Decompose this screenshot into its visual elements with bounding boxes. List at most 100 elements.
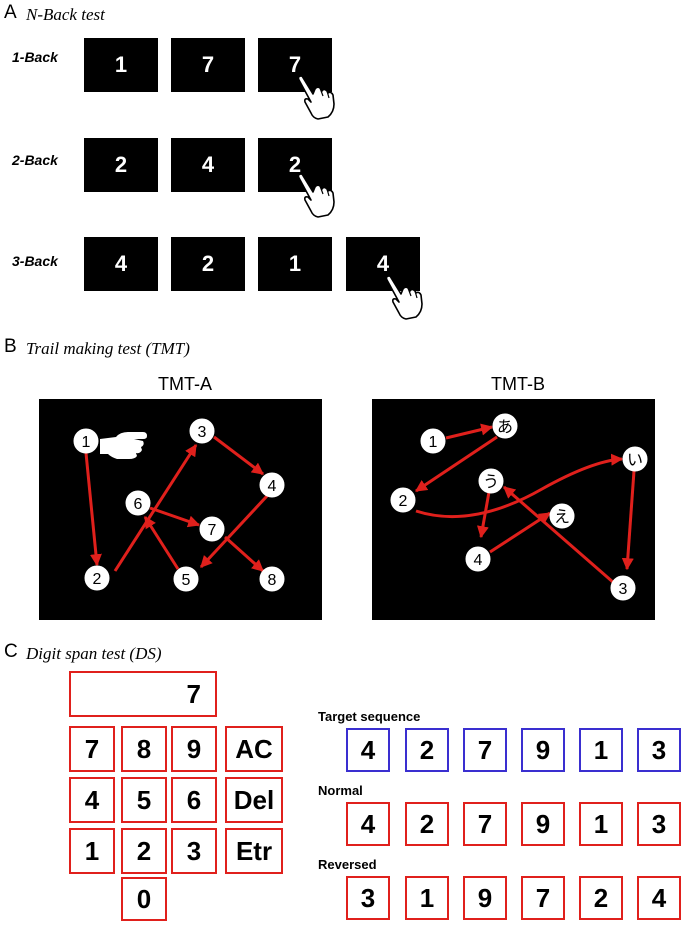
target-digit: 2	[405, 728, 449, 772]
trail-arrow	[503, 485, 615, 585]
trail-node	[622, 446, 648, 472]
reversed-digit: 9	[463, 876, 507, 920]
normal-digit: 1	[579, 802, 623, 846]
reversed-digit: 7	[521, 876, 565, 920]
normal-digit: 7	[463, 802, 507, 846]
trail-arrow	[415, 435, 498, 493]
trail-node-label: 5	[182, 572, 191, 589]
normal-digit: 4	[346, 802, 390, 846]
trail-arrow	[84, 452, 102, 567]
target-digit: 7	[463, 728, 507, 772]
n-back-row-label: 2-Back	[12, 152, 58, 168]
n-back-stimulus[interactable]: 4	[346, 237, 420, 291]
trail-arrow	[415, 453, 624, 519]
normal-digit: 2	[405, 802, 449, 846]
trail-node	[259, 566, 285, 592]
normal-digit: 9	[521, 802, 565, 846]
panel-c-letter: C	[4, 641, 18, 662]
trail-arrow	[445, 423, 494, 440]
trail-node	[125, 490, 151, 516]
trail-node-label: う	[483, 474, 499, 491]
trail-node	[492, 413, 518, 439]
key-6-button[interactable]: 6	[171, 777, 217, 823]
trail-arrow	[199, 494, 269, 569]
key-0-button[interactable]: 0	[121, 877, 167, 921]
tmt-b-board: 1 あ 2 い 3 う 4 え	[372, 399, 655, 620]
n-back-stimulus: 7	[171, 38, 245, 92]
normal-digit: 3	[637, 802, 681, 846]
trail-node	[390, 487, 416, 513]
n-back-stimulus: 4	[84, 237, 158, 291]
trail-node	[478, 468, 504, 494]
panel-b-title: Trail making test (TMT)	[26, 339, 190, 358]
n-back-stimulus[interactable]: 7	[258, 38, 332, 92]
clear-all-button[interactable]: AC	[225, 726, 283, 772]
digit-display: 7	[69, 671, 217, 717]
trail-node-label: あ	[497, 418, 513, 436]
key-3-button[interactable]: 3	[171, 828, 217, 874]
trail-node	[199, 516, 225, 542]
reversed-digit: 1	[405, 876, 449, 920]
trail-arrow	[476, 491, 491, 539]
reversed-sequence-label: Reversed	[318, 857, 377, 872]
trail-arrow	[113, 443, 198, 572]
panel-b-letter: B	[4, 336, 17, 357]
reversed-digit: 3	[346, 876, 390, 920]
trail-node	[189, 418, 215, 444]
n-back-row-label: 1-Back	[12, 49, 58, 65]
target-digit: 9	[521, 728, 565, 772]
key-5-button[interactable]: 5	[121, 777, 167, 823]
n-back-row-label: 3-Back	[12, 253, 58, 269]
trail-node-label: 2	[93, 571, 102, 588]
trail-node-label: 6	[134, 496, 143, 513]
trail-node	[465, 546, 491, 572]
key-7-button[interactable]: 7	[69, 726, 115, 772]
trail-node	[420, 428, 446, 454]
trail-node	[549, 503, 575, 529]
target-digit: 4	[346, 728, 390, 772]
trail-node-label: 8	[268, 572, 277, 589]
key-2-button[interactable]: 2	[121, 828, 167, 874]
trail-node-label: 7	[208, 522, 217, 539]
trail-node-label: 4	[268, 478, 277, 495]
trail-node-label: 3	[198, 424, 207, 441]
target-digit: 1	[579, 728, 623, 772]
trail-node	[84, 565, 110, 591]
tapping-hand-icon	[385, 275, 423, 320]
key-1-button[interactable]: 1	[69, 828, 115, 874]
trail-node	[173, 566, 199, 592]
tmt-b-title: TMT-B	[491, 374, 545, 394]
trail-node-label: 1	[82, 434, 91, 451]
delete-button[interactable]: Del	[225, 777, 283, 823]
trail-node	[610, 575, 636, 601]
pointing-hand-icon	[100, 432, 147, 459]
n-back-stimulus: 1	[84, 38, 158, 92]
n-back-stimulus: 4	[171, 138, 245, 192]
tmt-a-board: 1 2 3 4 5 6 7 8	[39, 399, 322, 620]
tmt-a-title: TMT-A	[158, 374, 212, 394]
reversed-digit: 4	[637, 876, 681, 920]
key-8-button[interactable]: 8	[121, 726, 167, 772]
panel-a-letter: A	[4, 2, 17, 23]
trail-arrow	[143, 515, 180, 570]
n-back-stimulus: 1	[258, 237, 332, 291]
key-4-button[interactable]: 4	[69, 777, 115, 823]
trail-node	[73, 428, 99, 454]
n-back-stimulus[interactable]: 2	[258, 138, 332, 192]
n-back-stimulus: 2	[84, 138, 158, 192]
panel-a-title: N-Back test	[26, 5, 105, 24]
tapping-hand-icon	[297, 75, 335, 120]
trail-node-label: 4	[474, 552, 483, 569]
trail-arrow	[489, 511, 552, 554]
n-back-stimulus: 2	[171, 237, 245, 291]
normal-sequence-label: Normal	[318, 783, 363, 798]
key-9-button[interactable]: 9	[171, 726, 217, 772]
trail-arrow	[621, 470, 636, 571]
target-digit: 3	[637, 728, 681, 772]
reversed-digit: 2	[579, 876, 623, 920]
trail-node-label: 2	[399, 493, 408, 510]
trail-arrow	[223, 535, 265, 573]
enter-button[interactable]: Etr	[225, 828, 283, 874]
trail-node-label: 3	[619, 581, 628, 598]
trail-arrow	[213, 435, 264, 476]
